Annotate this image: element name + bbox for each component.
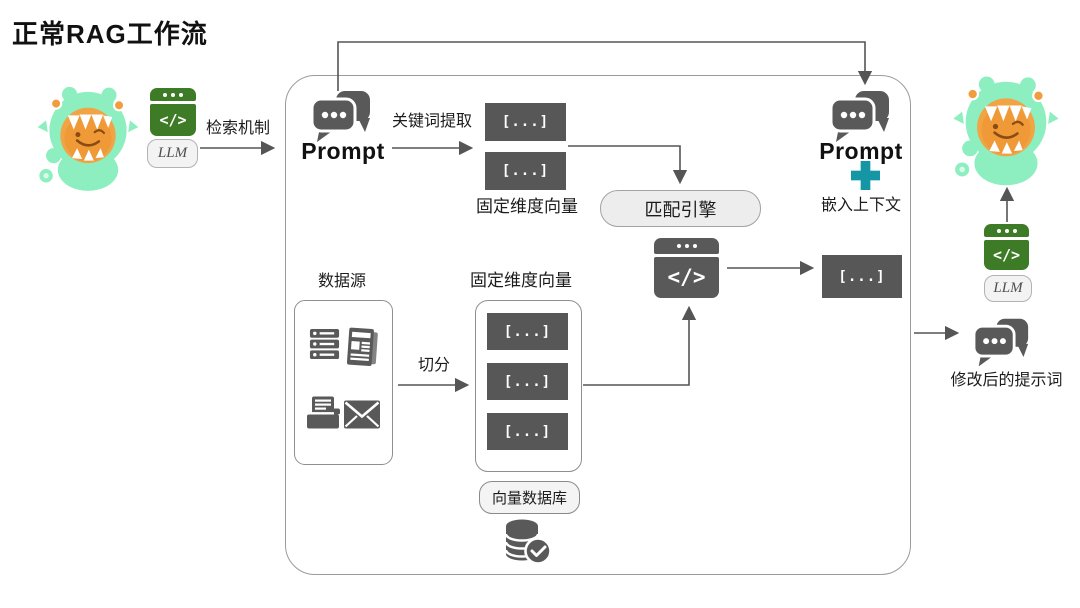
query-vectors-caption: 固定维度向量 (476, 197, 578, 216)
doc-vector-box: [...] (487, 363, 568, 400)
code-glyph: </> (654, 256, 719, 298)
page-title: 正常RAG工作流 (12, 19, 208, 49)
prompt-chat-icon (312, 91, 372, 143)
code-glyph: </> (984, 239, 1029, 270)
match-engine-pill: 匹配引擎 (600, 190, 761, 227)
llm-code-icon: </> (984, 224, 1029, 270)
split-arrow-label: 切分 (417, 357, 450, 374)
llm-code-icon: </> (150, 88, 196, 136)
embed-context-label: 嵌入上下文 (820, 197, 901, 214)
retrieval-arrow-label: 检索机制 (205, 120, 270, 137)
datasource-box (294, 300, 393, 465)
plus-icon (851, 161, 880, 190)
prompt-chat-icon (831, 91, 891, 143)
prompt-label: Prompt (819, 138, 903, 164)
query-vector-box: [...] (485, 152, 566, 190)
newspaper-icon (346, 327, 378, 367)
datasource-label: 数据源 (317, 273, 366, 290)
modified-prompt-label: 修改后的提示词 (950, 372, 1063, 389)
query-vector-box: [...] (485, 103, 566, 141)
doc-vector-box: [...] (487, 313, 568, 350)
doc-vector-box: [...] (487, 413, 568, 450)
prompt-label: Prompt (301, 138, 385, 164)
result-vector-box: [...] (822, 255, 902, 298)
llm-badge: LLM (147, 139, 198, 168)
keyword-extraction-label: 关键词提取 (391, 113, 472, 130)
browser-bar-icon (654, 238, 719, 254)
browser-bar-icon (150, 88, 196, 101)
match-code-icon: </> (654, 238, 719, 298)
code-glyph: </> (150, 103, 196, 136)
browser-bar-icon (984, 224, 1029, 237)
document-tray-icon (307, 396, 340, 429)
doc-vectors-caption: 固定维度向量 (470, 271, 572, 290)
vector-db-pill: 向量数据库 (479, 481, 580, 514)
server-stack-icon (309, 328, 340, 360)
llm-badge: LLM (984, 275, 1032, 302)
database-check-icon (504, 519, 552, 565)
envelope-icon (344, 400, 380, 429)
